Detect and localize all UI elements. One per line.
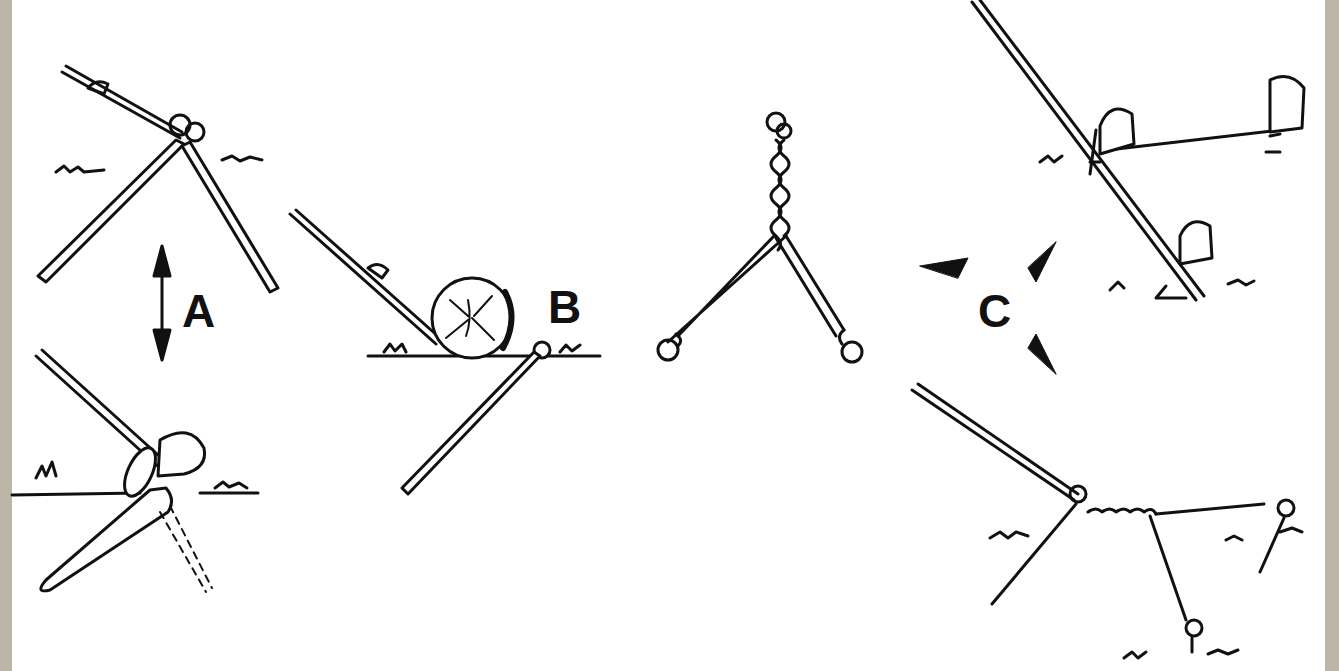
- arrowheads: [920, 242, 1056, 374]
- wire-bridle: [658, 113, 862, 362]
- panel-letter: C: [978, 288, 1011, 334]
- panel-letter: B: [548, 284, 581, 330]
- two-stake-anchor: [38, 66, 278, 292]
- triple-stake-anchor: [912, 384, 1302, 658]
- panel-letter: A: [182, 288, 215, 334]
- log-anchor: [290, 210, 600, 494]
- background-panel: [12, 0, 1325, 671]
- double-arrow: [154, 246, 170, 360]
- triple-peg-anchor: [972, 0, 1304, 300]
- buried-anchor: [12, 350, 258, 592]
